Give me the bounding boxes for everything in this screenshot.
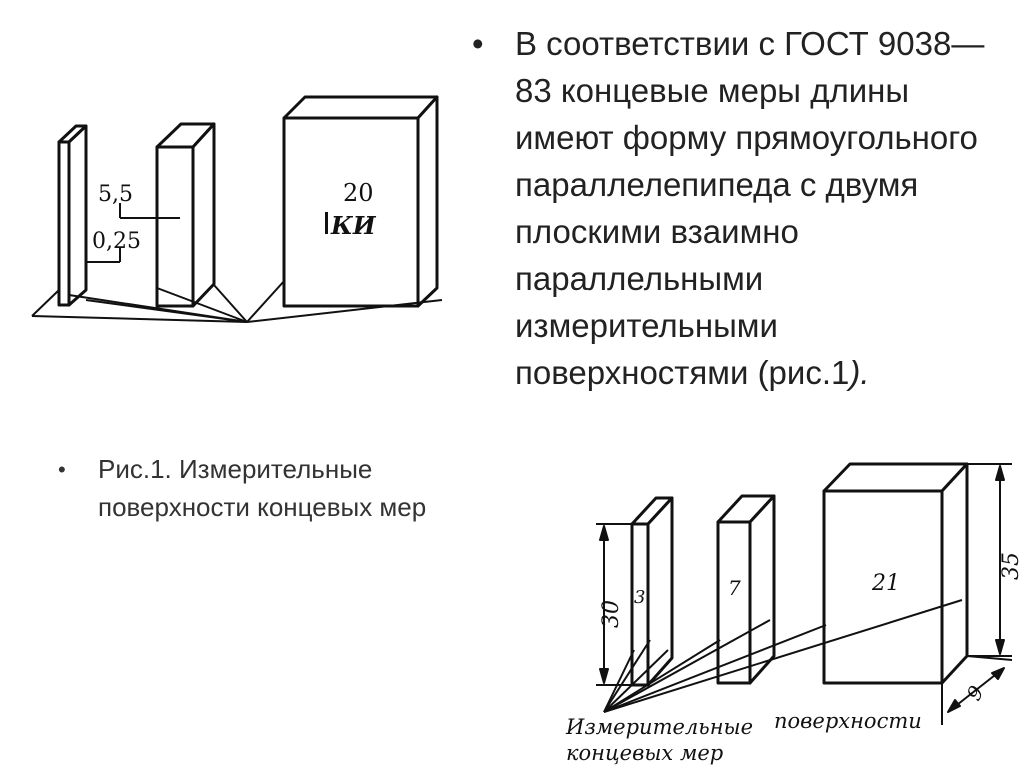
block-label-3: 3 [634, 587, 645, 608]
caption-bullet: • Рис.1. Измерительные поверхности конце… [58, 450, 478, 526]
fig-caption-line2: концевых мер [566, 741, 723, 765]
figure-top [31, 95, 443, 323]
bullet-marker: • [472, 25, 484, 62]
dim-label-depth: 9 [962, 681, 989, 704]
dim-label-lower: 0,25 [92, 229, 141, 254]
gauge-block-21 [822, 462, 969, 685]
dim-label-left: 30 [599, 600, 624, 628]
gauge-block-thin [57, 124, 88, 307]
block-label-21: 21 [871, 571, 900, 596]
gauge-block-7 [716, 494, 776, 685]
caption-text: Рис.1. Измерительные поверхности концевы… [98, 454, 427, 522]
block-number-label: 20 [343, 179, 374, 207]
main-bullet-body: В соответствии с ГОСТ 9038—83 концевые м… [515, 25, 985, 391]
bullet-marker: • [58, 457, 66, 482]
main-bullet-tail: ). [849, 354, 870, 391]
dim-label-upper: 5,5 [98, 182, 133, 207]
dimension-left [596, 523, 632, 686]
fig-caption-word2: поверхности [774, 709, 922, 733]
main-bullet: • В соответствии с ГОСТ 9038—83 концевые… [472, 20, 1012, 396]
block-label-7: 7 [728, 576, 741, 600]
block-mark-bar [325, 212, 328, 234]
dimension-depth [941, 655, 1013, 725]
fig-caption-word1: Измерительные [565, 715, 753, 739]
main-bullet-text: В соответствии с ГОСТ 9038—83 концевые м… [515, 20, 995, 396]
dim-label-right: 35 [999, 552, 1024, 580]
dimension-leaders [86, 203, 180, 263]
surface-leaders [603, 599, 963, 713]
gauge-block-large [282, 95, 439, 308]
figure-bottom [596, 462, 1013, 725]
gauge-block-medium [155, 122, 216, 308]
dimension-right [967, 463, 1012, 657]
surface-leaders [31, 279, 443, 323]
block-mark-label: КИ [330, 211, 377, 240]
